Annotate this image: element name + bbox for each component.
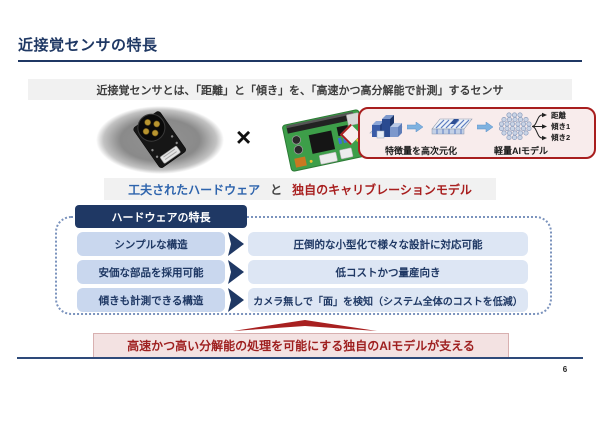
subtitle-text: 近接覚センサとは、「距離」と「傾き」を、「高速かつ高分解能で計測」するセンサ	[96, 84, 504, 97]
output-label-tilt1: 傾き1	[551, 122, 571, 131]
calibration-label: 独自のキャリブレーションモデル	[292, 182, 472, 197]
output-label-tilt2: 傾き2	[551, 133, 571, 142]
page-number: 6	[562, 365, 568, 374]
feature-cubes-icon	[369, 115, 403, 139]
chevron-right-icon	[228, 260, 244, 284]
feature-text: 安価な部品を採用可能	[98, 266, 204, 279]
table-row: 傾きも計測できる構造 カメラ無しで「面」を検知（システム全体のコストを低減）	[77, 288, 528, 312]
benefit-text: 低コストかつ量産向き	[335, 266, 441, 279]
feature-box-2: 安価な部品を採用可能	[77, 260, 225, 284]
subtitle-bar: 近接覚センサとは、「距離」と「傾き」を、「高速かつ高分解能で計測」するセンサ	[28, 79, 572, 100]
hardware-features-header: ハードウェアの特長	[75, 205, 247, 228]
chevron-right-icon	[228, 288, 244, 312]
arrow-right-icon	[407, 122, 423, 132]
table-row: 安価な部品を採用可能 低コストかつ量産向き	[77, 260, 528, 284]
table-row: シンプルな構造 圧倒的な小型化で様々な設計に対応可能	[77, 232, 528, 256]
arrow-right-icon	[477, 122, 493, 132]
up-arrow-icon	[233, 320, 377, 331]
footer-line	[17, 357, 583, 359]
feature-text: 傾きも計測できる構造	[98, 294, 204, 307]
title-underline	[18, 60, 582, 62]
neural-network-icon	[498, 112, 547, 141]
feature-box-1: シンプルな構造	[77, 232, 225, 256]
page-title: 近接覚センサの特長	[18, 37, 158, 54]
benefit-box-2: 低コストかつ量産向き	[248, 260, 528, 284]
sensor-photo	[94, 104, 226, 181]
hardware-features-header-label: ハードウェアの特長	[111, 211, 211, 224]
benefit-box-1: 圧倒的な小型化で様々な設計に対応可能	[248, 232, 528, 256]
multiply-icon: ×	[236, 122, 252, 152]
ai-model-caption: 軽量AIモデル	[493, 146, 548, 156]
output-label-distance: 距離	[551, 111, 566, 120]
combo-caption-bar: 工夫されたハードウェア と 独自のキャリブレーションモデル	[104, 178, 496, 200]
chevron-right-icon	[228, 232, 244, 256]
feature-box-3: 傾きも計測できる構造	[77, 288, 225, 312]
benefit-box-3: カメラ無しで「面」を検知（システム全体のコストを低減）	[248, 288, 528, 312]
circuit-board-icon	[276, 107, 374, 178]
proximity-sensor-icon	[96, 106, 224, 174]
hardware-label: 工夫されたハードウェア	[128, 182, 261, 197]
benefit-text: 圧倒的な小型化で様々な設計に対応可能	[293, 238, 483, 251]
benefit-text: カメラ無しで「面」を検知（システム全体のコストを低減）	[253, 296, 523, 308]
ai-pipeline-bubble: 距離 傾き1 傾き2 特徴量を高次元化 軽量AIモデル	[358, 107, 596, 159]
feature-text: シンプルな構造	[114, 238, 188, 251]
ai-model-banner: 高速かつ高い分解能の処理を可能にする独自のAIモデルが支える	[93, 333, 509, 358]
ai-model-banner-text: 高速かつ高い分解能の処理を可能にする独自のAIモデルが支える	[127, 339, 475, 353]
feature-caption: 特徴量を高次元化	[384, 146, 457, 156]
feature-surface-icon	[431, 118, 473, 135]
and-label: と	[270, 182, 283, 197]
